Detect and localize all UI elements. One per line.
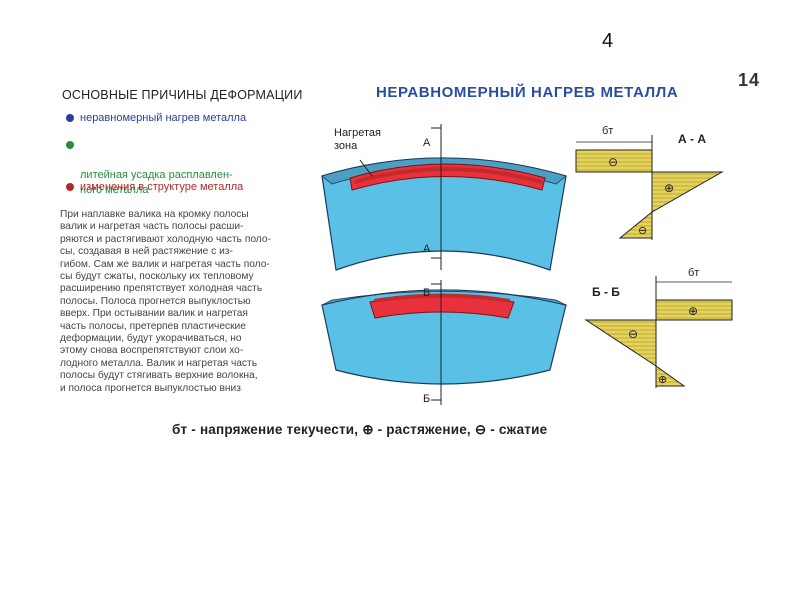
heated-zone-leader — [359, 159, 373, 177]
compression-zone — [584, 319, 657, 367]
slide-number: 4 — [602, 30, 614, 52]
section-bb-label: Б - Б — [592, 285, 620, 299]
compression-zone — [575, 149, 653, 173]
minus-sign: ⊖ — [608, 155, 618, 169]
sigma-t-label: бт — [602, 125, 613, 137]
causes-title: ОСНОВНЫЕ ПРИЧИНЫ ДЕФОРМАЦИИ — [62, 88, 303, 102]
tension-zone — [651, 171, 724, 213]
bullet-dot-red — [66, 183, 74, 191]
stress-diagram-bb: Б - Б бт ⊕ ⊖ ⊕ — [584, 267, 733, 388]
compression-zone-lower — [618, 210, 653, 239]
page-number: 14 — [738, 70, 761, 90]
cause-label: неравномерный нагрев металла — [80, 112, 247, 124]
section-a-top-label: А — [423, 137, 431, 149]
weld-bead — [374, 293, 510, 303]
bullet-dot-green — [66, 141, 74, 149]
stress-diagram-aa: А - А бт ⊖ ⊕ ⊖ — [575, 125, 724, 240]
upper-strip — [321, 157, 567, 271]
cause-item-uneven-heating: неравномерный нагрев металла — [66, 111, 310, 126]
bullet-dot-blue — [66, 114, 74, 122]
strip-top-face — [321, 289, 567, 306]
lower-strip — [321, 289, 567, 385]
cause-item-structure-change: изменения в структуре металла — [66, 180, 310, 195]
minus-sign: ⊖ — [628, 327, 638, 341]
weld-bead — [355, 167, 542, 184]
main-title: НЕРАВНОМЕРНЫЙ НАГРЕВ МЕТАЛЛА — [376, 84, 679, 101]
minus-sign: ⊖ — [638, 225, 647, 237]
tension-zone — [655, 299, 733, 321]
tension-zone-lower — [655, 365, 686, 387]
sigma-t-label: бт — [688, 267, 699, 279]
plus-sign: ⊕ — [688, 304, 698, 318]
section-b-top-label: Б — [423, 287, 430, 299]
legend: бт - напряжение текучести, ⊕ - растяжени… — [172, 422, 548, 437]
cause-item-casting-shrinkage: литейная усадка расплавлен- ного металла — [66, 138, 300, 198]
explanation-text: При наплавке валика на кромку полосы вал… — [60, 209, 271, 394]
section-aa-label: А - А — [678, 132, 706, 146]
plus-sign: ⊕ — [664, 181, 674, 195]
cause-label: литейная усадка расплавлен- ного металла — [80, 169, 233, 196]
plus-sign: ⊕ — [658, 374, 667, 386]
section-b-bottom-label: Б — [423, 393, 430, 405]
cause-label: изменения в структуре металла — [80, 181, 244, 193]
section-a-bottom-label: А — [423, 243, 431, 255]
